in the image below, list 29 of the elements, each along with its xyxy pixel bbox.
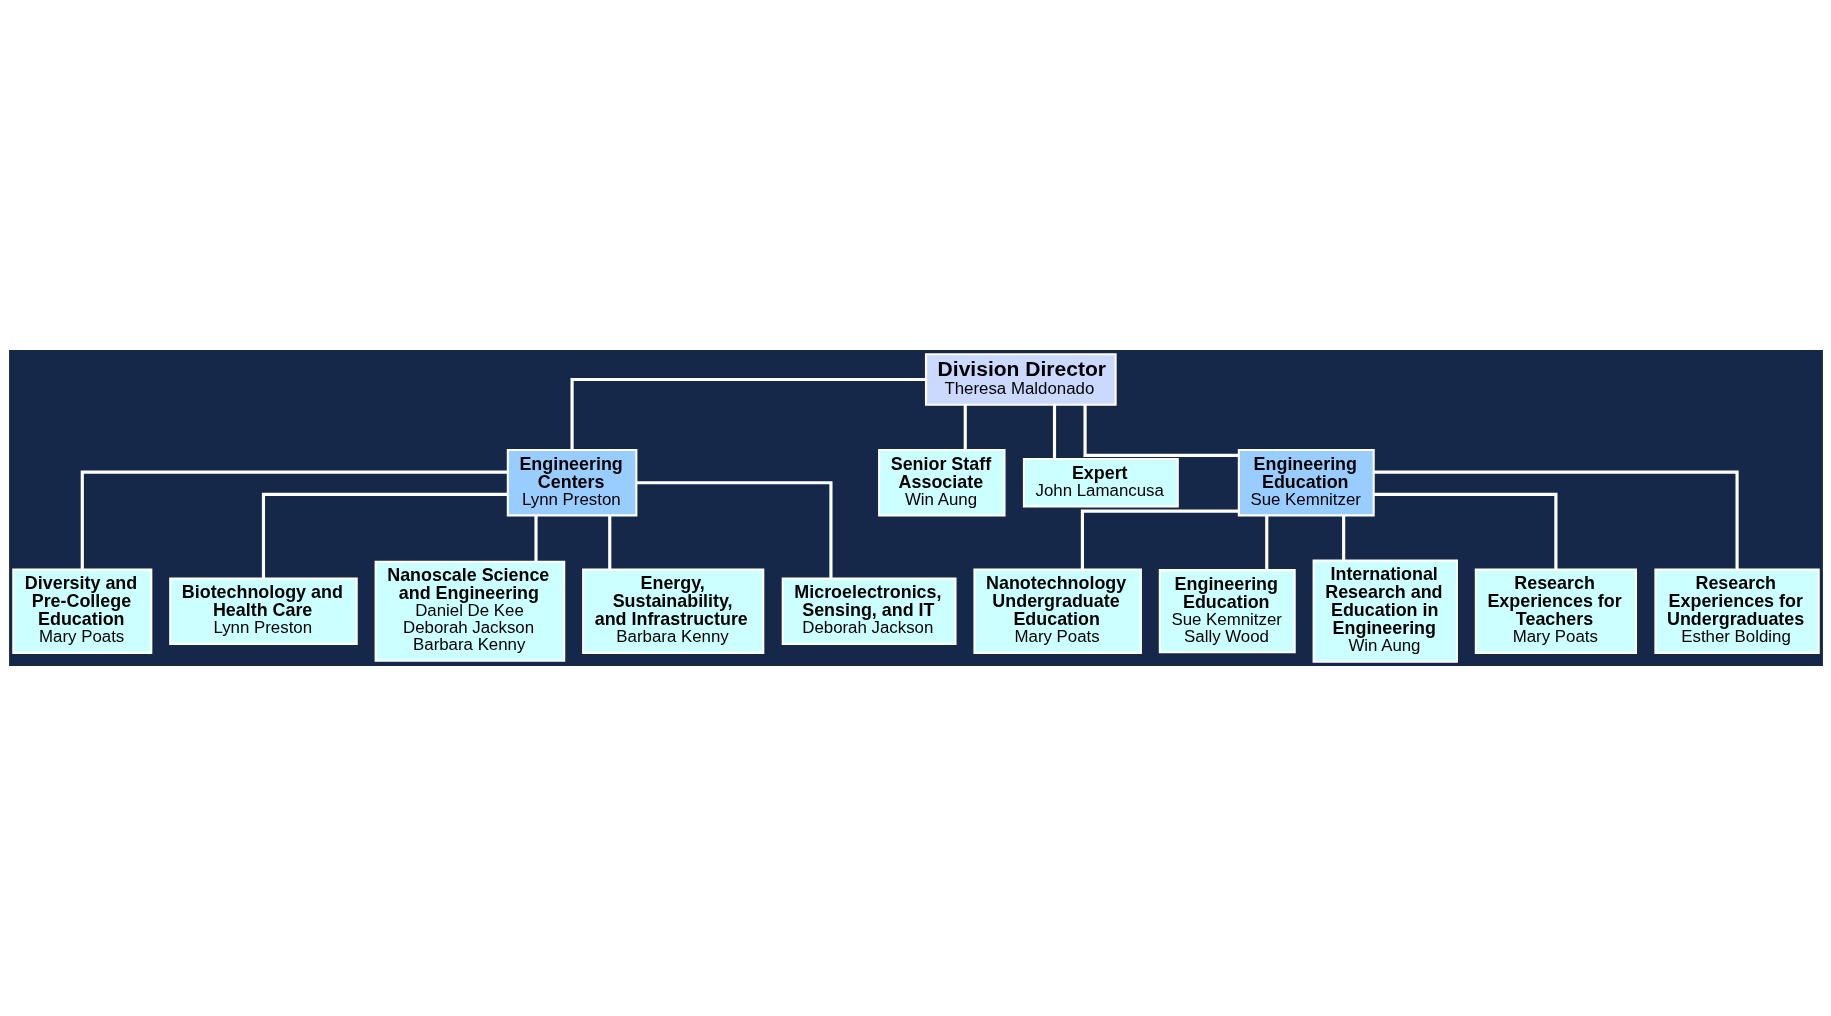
node-box: Diversity and Pre-College Education Mary Poats <box>11 568 152 654</box>
connector <box>80 470 508 570</box>
node-box: Engineering Centers Lynn Preston <box>506 449 637 517</box>
node-box: Nanoscale Science and Engineering Daniel De Kee Deborah Jackson Barbara Kenny <box>374 560 565 662</box>
node-box: Division Director Theresa Maldonado <box>924 353 1117 406</box>
node-box: Energy, Sustainability, and Infrastructure Barbara Kenny <box>581 568 764 654</box>
connector <box>1052 405 1056 459</box>
node-box: Research Experiences for Undergraduates Esther Bolding <box>1653 568 1820 654</box>
node-box: International Research and Education in Engineering Win Aung <box>1312 559 1458 663</box>
node-box: Senior Staff Associate Win Aung <box>877 449 1006 517</box>
connector <box>635 481 833 579</box>
node-box: Expert John Lamancusa <box>1022 457 1179 508</box>
connector <box>1083 405 1239 457</box>
connector <box>1373 492 1557 570</box>
connector <box>1373 470 1739 570</box>
node-box: Nanotechnology Undergraduate Education Mary Poats <box>972 568 1142 654</box>
connector <box>570 377 926 451</box>
connector <box>1264 515 1268 570</box>
node-box: Engineering Education Sue Kemnitzer Sally Wood <box>1158 569 1296 654</box>
connector <box>1341 515 1345 561</box>
connector <box>261 492 508 579</box>
node-box: Biotechnology and Health Care Lynn Preston <box>168 577 358 645</box>
connector <box>963 405 967 450</box>
node-box: Engineering Education Sue Kemnitzer <box>1237 449 1375 517</box>
connector <box>1080 509 1239 570</box>
connector <box>533 515 538 562</box>
connector <box>607 515 611 570</box>
node-box: Microelectronics, Sensing, and IT Deborah Jackson <box>781 577 957 645</box>
node-box: Research Experiences for Teachers Mary Poats <box>1474 568 1637 654</box>
